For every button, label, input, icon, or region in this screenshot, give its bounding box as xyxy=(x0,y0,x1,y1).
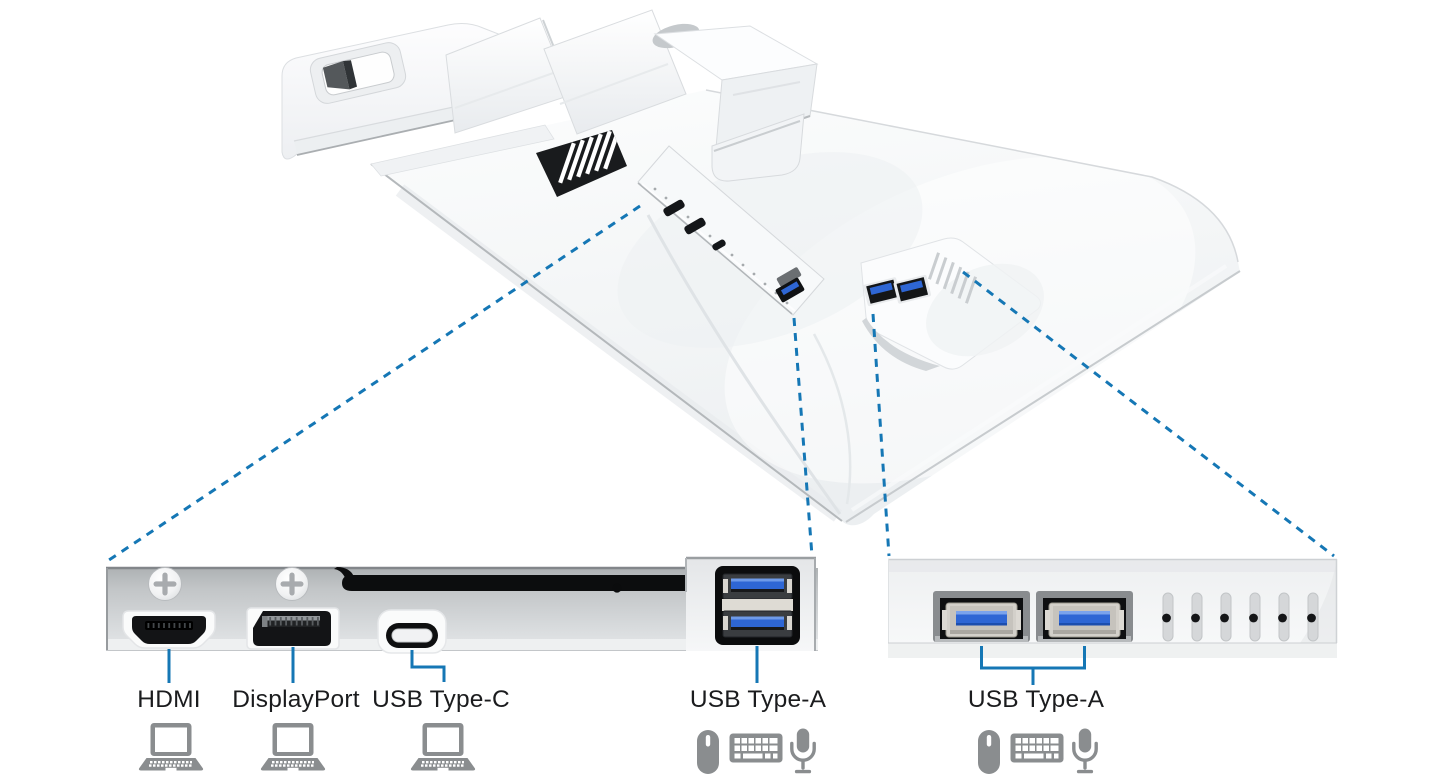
dashed-line-video-ports xyxy=(105,204,641,564)
hdmi-port xyxy=(122,610,216,649)
side-usb-closeup-panel xyxy=(888,558,1338,685)
laptop-icon xyxy=(260,722,326,779)
video-ports-closeup-panel xyxy=(106,556,818,683)
dashed-line-rear-usb xyxy=(792,317,814,557)
port-label-usb-type-c: USB Type-C xyxy=(372,686,510,713)
side-usb-pad xyxy=(860,237,1044,371)
panel-recess-slot xyxy=(342,575,686,591)
pad-curl-shadow xyxy=(862,318,940,371)
strip-usb-ports xyxy=(775,267,805,303)
strip-video-ports xyxy=(663,199,726,251)
mouse-icon xyxy=(977,729,1001,780)
usb-a-port-side-1 xyxy=(933,591,1030,642)
panel-bevel-edge xyxy=(370,124,555,177)
stand-arm-blocks xyxy=(445,9,819,182)
microphone-icon xyxy=(788,727,818,780)
dashed-line-side-usb-left xyxy=(871,313,891,557)
laptop-icon xyxy=(138,722,204,779)
port-label-displayport: DisplayPort xyxy=(232,686,360,713)
port-label-hdmi: HDMI xyxy=(137,686,201,713)
pad-vent-fins xyxy=(928,252,977,304)
panel-top-right-edge xyxy=(705,89,1239,263)
bracket-usb-a-side xyxy=(980,646,1086,685)
keyboard-icon xyxy=(1010,733,1064,768)
monitor-rear-3d-view xyxy=(281,9,1241,526)
usb-a-port-side-2 xyxy=(1036,591,1133,642)
leader-line-usb-c xyxy=(410,650,446,682)
port-label-usb-type-a-rear: USB Type-A xyxy=(689,686,827,713)
arm-block-middle xyxy=(543,9,687,135)
laptop-icon xyxy=(410,722,476,779)
rear-port-strip xyxy=(637,145,825,316)
displayport-port xyxy=(246,607,340,650)
microphone-icon xyxy=(1070,727,1100,780)
port-label-usb-type-a-side: USB Type-A xyxy=(967,686,1105,713)
vent-fins-top xyxy=(536,130,627,197)
dashed-line-side-usb-right xyxy=(962,270,1335,558)
vesa-column xyxy=(711,113,805,182)
usb-a-dual-port-rear xyxy=(715,566,800,645)
callout-dashed-lines xyxy=(105,204,1335,564)
vent-slots xyxy=(1162,592,1319,642)
slot-peg xyxy=(612,583,622,593)
mouse-icon xyxy=(696,729,720,780)
usb-c-port xyxy=(377,609,447,654)
pad-usb-ports xyxy=(863,274,932,307)
screw-right xyxy=(275,567,309,601)
panel-bottom-left-edge xyxy=(370,163,843,522)
leader-lines xyxy=(167,646,759,683)
cable-management-hole xyxy=(309,42,407,104)
keyboard-icon xyxy=(729,733,783,768)
screw-left xyxy=(148,567,182,601)
